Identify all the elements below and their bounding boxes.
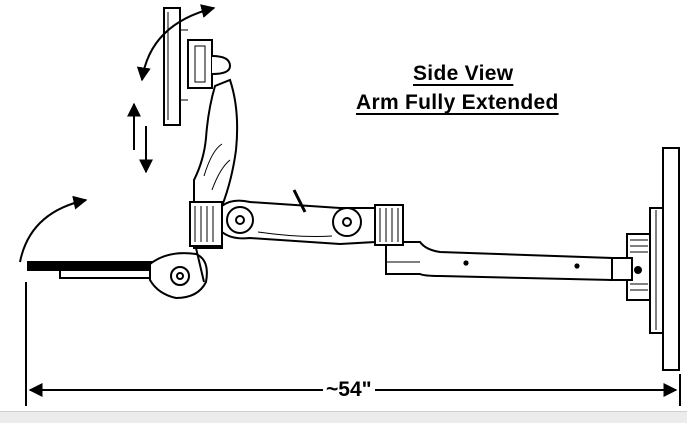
wall-plate (649, 147, 680, 371)
title-arm-extended: Arm Fully Extended (356, 91, 559, 114)
monitor-post (189, 78, 239, 249)
dimension-label: ~54" (323, 378, 375, 402)
title-side-view: Side View (413, 62, 514, 85)
motion-arrows (19, 4, 216, 263)
keyboard-tray (27, 247, 208, 300)
wall-bracket (609, 233, 651, 301)
articulating-arm (221, 189, 376, 246)
extension-arm (385, 241, 613, 282)
elbow-joint (374, 204, 404, 246)
bottom-strip (0, 411, 687, 423)
